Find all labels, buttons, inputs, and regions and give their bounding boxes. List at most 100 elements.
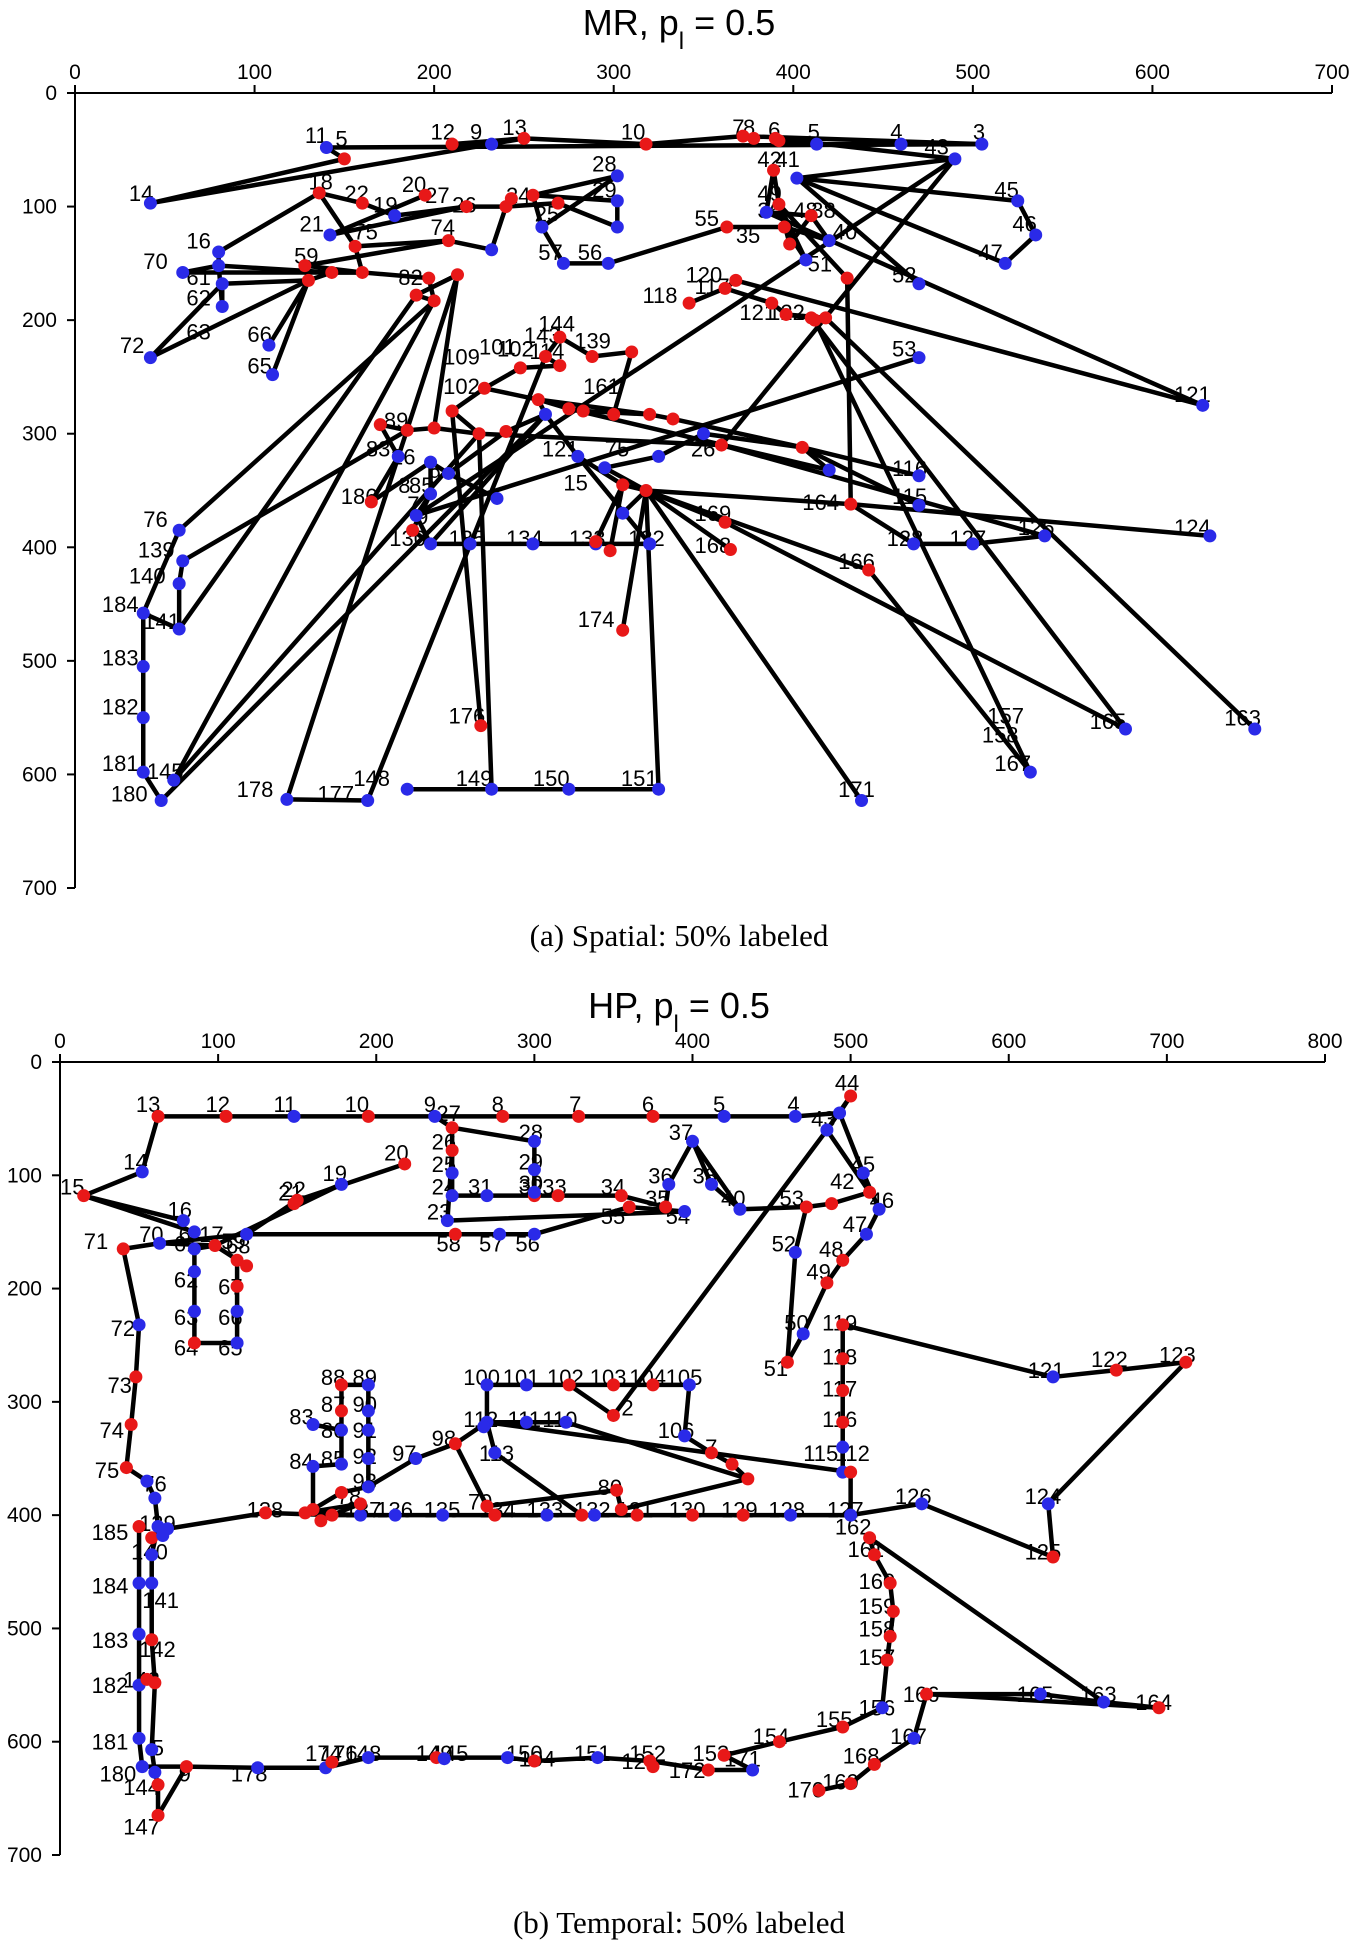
node-label: 151 xyxy=(574,1741,611,1766)
unlabeled-node xyxy=(334,1485,348,1499)
labeled-node xyxy=(519,1378,533,1392)
unlabeled-node xyxy=(504,192,518,206)
node-label: 168 xyxy=(695,533,732,558)
graph-edge xyxy=(643,488,871,573)
labeled-node xyxy=(156,1529,170,1543)
unlabeled-node xyxy=(306,1502,320,1516)
panel-b-title: HP, pl = 0.5 xyxy=(588,985,770,1038)
y-tick-label: 500 xyxy=(7,1617,42,1640)
labeled-node xyxy=(251,1761,265,1775)
node-label: 185 xyxy=(92,1520,129,1545)
labeled-node xyxy=(686,1134,699,1148)
labeled-node xyxy=(323,228,337,242)
graph-edge xyxy=(1114,1359,1189,1373)
node-label: 180 xyxy=(111,782,148,807)
unlabeled-node xyxy=(553,359,567,373)
labeled-node xyxy=(912,277,926,291)
labeled-node xyxy=(788,1245,802,1259)
graph-edge xyxy=(719,156,958,448)
labeled-node xyxy=(153,1236,167,1250)
labeled-node xyxy=(820,1123,834,1137)
labeled-node xyxy=(132,1627,146,1641)
node-label: 63 xyxy=(186,320,210,345)
x-tick-label: 400 xyxy=(675,1030,710,1053)
labeled-node xyxy=(652,449,666,463)
graph-edge xyxy=(643,488,733,552)
labeled-node xyxy=(240,1227,254,1241)
graph-edge xyxy=(794,175,1008,266)
unlabeled-node xyxy=(725,1457,739,1471)
labeled-node xyxy=(527,1134,541,1148)
graph-edge xyxy=(848,501,916,547)
graph-edge xyxy=(316,190,365,206)
labeled-node xyxy=(1029,228,1043,242)
graph-edge xyxy=(453,1441,490,1509)
graph-edge xyxy=(543,412,581,459)
labeled-node xyxy=(912,469,926,483)
graph-edge xyxy=(413,1441,458,1461)
labeled-node xyxy=(601,256,615,270)
labeled-node xyxy=(287,1109,301,1123)
graph-edge xyxy=(369,454,401,505)
labeled-node xyxy=(485,137,499,151)
x-tick-label: 300 xyxy=(596,61,631,84)
labeled-node xyxy=(353,1508,367,1522)
unlabeled-node xyxy=(820,1276,834,1290)
unlabeled-node xyxy=(551,1189,565,1203)
unlabeled-node xyxy=(77,1189,91,1203)
node-label: 16 xyxy=(186,229,210,254)
graph-edge xyxy=(484,1487,619,1509)
node-label: 2 xyxy=(621,1396,633,1421)
unlabeled-node xyxy=(772,1735,786,1749)
unlabeled-node xyxy=(1046,1550,1060,1564)
unlabeled-node xyxy=(448,1227,462,1241)
unlabeled-node xyxy=(448,1437,462,1451)
graph-edge xyxy=(365,354,548,803)
unlabeled-node xyxy=(701,1763,715,1777)
graph-edge xyxy=(216,190,322,255)
node-label: 181 xyxy=(102,751,139,776)
labeled-node xyxy=(306,1418,320,1432)
graph-edge xyxy=(219,278,311,287)
graph-edge xyxy=(539,224,566,266)
unlabeled-node xyxy=(863,1185,877,1199)
unlabeled-node xyxy=(240,1259,254,1273)
node-label: 161 xyxy=(583,374,620,399)
graph-edge xyxy=(800,1280,830,1337)
unlabeled-node xyxy=(477,381,491,395)
graph-edge xyxy=(431,425,482,436)
labeled-node xyxy=(319,141,333,155)
graph-edge xyxy=(476,431,494,792)
graph-edge xyxy=(776,202,850,281)
unlabeled-node xyxy=(230,1253,244,1267)
node-label: 139 xyxy=(574,329,611,354)
unlabeled-node xyxy=(836,1415,850,1429)
labeled-node xyxy=(788,1109,802,1123)
y-tick-label: 0 xyxy=(30,1051,42,1074)
graph-edge xyxy=(148,281,225,360)
y-tick-label: 700 xyxy=(7,1844,42,1867)
unlabeled-node xyxy=(844,497,858,511)
nodes xyxy=(77,1089,1193,1822)
unlabeled-node xyxy=(409,288,423,302)
unlabeled-node xyxy=(364,495,378,509)
unlabeled-node xyxy=(682,296,696,310)
graph-edge xyxy=(721,1739,782,1758)
unlabeled-node xyxy=(124,1418,138,1432)
labeled-node xyxy=(559,1415,573,1429)
node-label: 43 xyxy=(924,134,948,159)
graph-edge xyxy=(445,1209,687,1223)
nodes xyxy=(136,129,1262,808)
labeled-node xyxy=(176,554,190,568)
unlabeled-node xyxy=(480,1499,494,1513)
labeled-node xyxy=(527,1185,541,1199)
unlabeled-node xyxy=(622,1200,636,1214)
graph-edge xyxy=(530,192,620,204)
graph-edge xyxy=(1050,1367,1119,1380)
node-label: 11 xyxy=(273,1092,296,1117)
unlabeled-node xyxy=(145,1633,159,1647)
labeled-node xyxy=(500,1751,514,1765)
node-label: 56 xyxy=(578,240,602,265)
